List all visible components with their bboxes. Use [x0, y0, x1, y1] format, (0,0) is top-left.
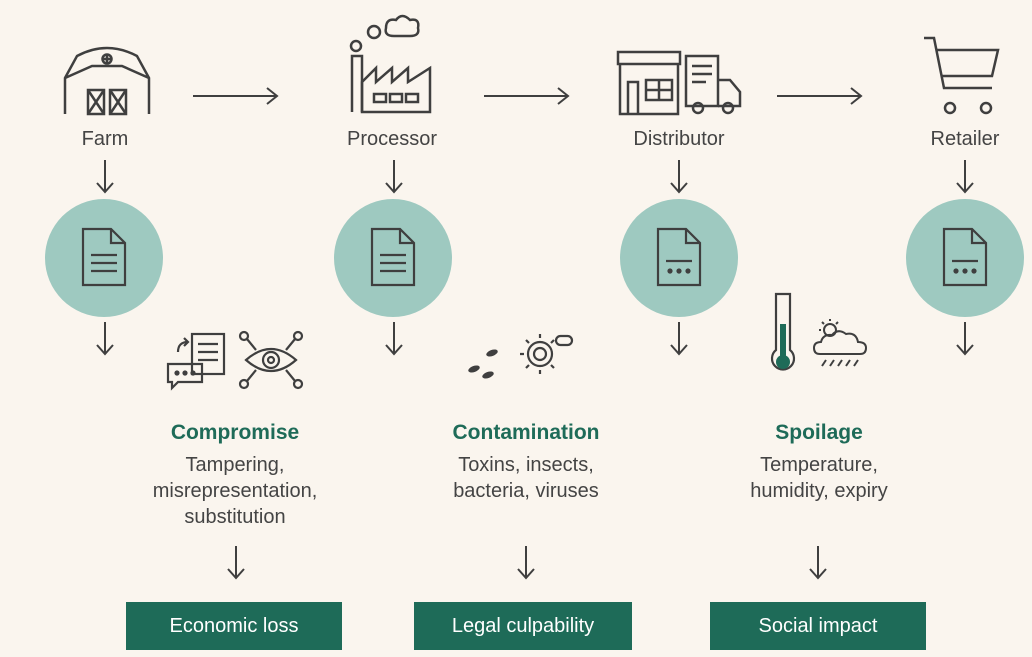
- risk-description-line: bacteria, viruses: [453, 480, 599, 502]
- risk-description-compromise: Tampering, misrepresentation, substituti…: [105, 452, 365, 530]
- bacteria-icon: [520, 334, 574, 374]
- risk-description-line: Temperature,: [760, 454, 878, 476]
- risk-description-contamination: Toxins, insects, bacteria, viruses: [396, 452, 656, 504]
- down-arrow: [956, 322, 974, 356]
- flow-arrow-right: [193, 87, 279, 105]
- document-circle-farm: [45, 199, 163, 317]
- risk-title-spoilage: Spoilage: [775, 421, 863, 444]
- flow-arrow-right: [484, 87, 570, 105]
- risk-description-line: humidity, expiry: [750, 480, 888, 502]
- warehouse-truck-icon: [616, 50, 742, 116]
- risk-description-line: misrepresentation,: [152, 480, 318, 502]
- document-circle-distributor: [620, 199, 738, 317]
- insects-icon: [468, 349, 498, 379]
- down-arrow: [385, 322, 403, 356]
- down-arrow: [670, 160, 688, 194]
- barn-icon: [63, 46, 151, 116]
- stage-label-farm: Farm: [81, 128, 129, 150]
- flow-arrow-right: [777, 87, 863, 105]
- risk-title-compromise: Compromise: [170, 421, 300, 444]
- down-arrow: [96, 322, 114, 356]
- document-circle-retailer: [906, 199, 1024, 317]
- document-circle-processor: [334, 199, 452, 317]
- risk-description-line: Toxins, insects,: [458, 454, 594, 476]
- stage-label-processor: Processor: [346, 128, 438, 150]
- down-arrow: [227, 546, 245, 580]
- weather-icon: [812, 319, 868, 367]
- outcome-box-economic-loss: Economic loss: [126, 602, 342, 650]
- down-arrow: [809, 546, 827, 580]
- document-icon: [942, 227, 988, 287]
- risk-description-spoilage: Temperature, humidity, expiry: [689, 452, 949, 504]
- down-arrow: [670, 322, 688, 356]
- thermometer-icon: [770, 292, 796, 371]
- document-icon: [81, 227, 127, 287]
- document-icon: [370, 227, 416, 287]
- document-chat-icon: [166, 332, 226, 391]
- shopping-cart-icon: [924, 36, 1000, 115]
- down-arrow: [96, 160, 114, 194]
- down-arrow: [385, 160, 403, 194]
- risk-description-line: substitution: [184, 506, 286, 528]
- factory-icon: [349, 14, 432, 114]
- risk-description-line: Tampering,: [185, 454, 285, 476]
- stage-label-distributor: Distributor: [633, 128, 725, 150]
- document-icon: [656, 227, 702, 287]
- eye-network-icon: [238, 330, 304, 390]
- stage-label-retailer: Retailer: [930, 128, 1000, 150]
- outcome-box-social-impact: Social impact: [710, 602, 926, 650]
- down-arrow: [956, 160, 974, 194]
- risk-title-contamination: Contamination: [452, 421, 600, 444]
- outcome-box-legal-culpability: Legal culpability: [414, 602, 632, 650]
- down-arrow: [517, 546, 535, 580]
